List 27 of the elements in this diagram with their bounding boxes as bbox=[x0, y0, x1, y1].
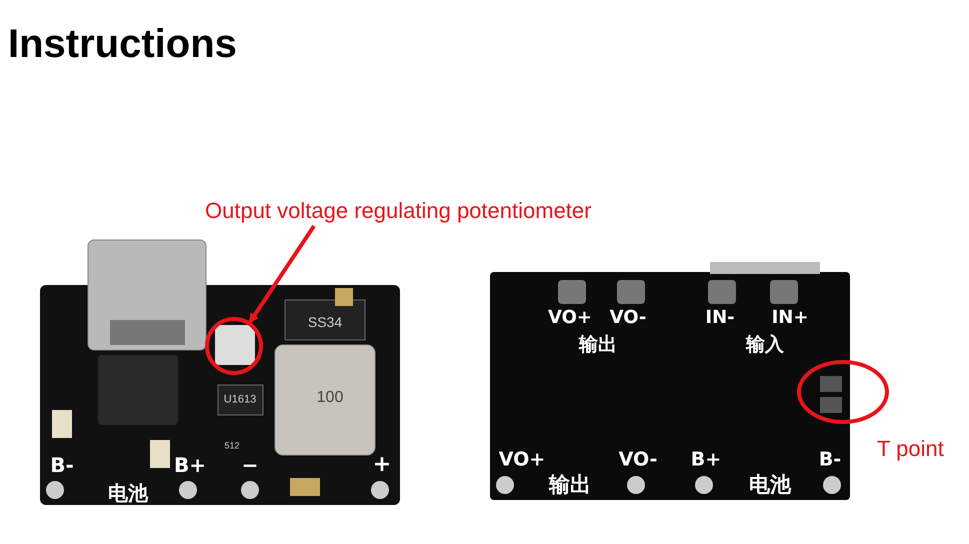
silkscreen-text: 输出 bbox=[549, 474, 591, 496]
pin-label: VO+ bbox=[498, 450, 546, 470]
silkscreen-text: 输入 bbox=[746, 336, 784, 354]
page-title: Instructions bbox=[8, 22, 237, 66]
highlight-ring bbox=[205, 317, 263, 375]
part-marking: U1613 bbox=[224, 394, 256, 406]
pin-label: B- bbox=[50, 455, 74, 475]
pin-label: IN+ bbox=[772, 309, 808, 327]
pin-label: VO- bbox=[618, 450, 658, 470]
callout-text: Output voltage regulating potentiometer bbox=[205, 198, 592, 224]
pin-label: − bbox=[242, 455, 258, 475]
pin-label: B- bbox=[818, 450, 842, 470]
arrow bbox=[248, 224, 316, 324]
silkscreen-text: 电池 bbox=[108, 483, 148, 503]
callout-text: T point bbox=[877, 436, 944, 462]
pin-label: IN- bbox=[705, 309, 735, 327]
part-marking: 100 bbox=[316, 390, 344, 406]
pin-label: B+ bbox=[174, 455, 206, 475]
part-marking: 512 bbox=[224, 442, 240, 450]
pin-label: VO+ bbox=[548, 309, 592, 327]
pin-label: VO- bbox=[610, 309, 646, 327]
pin-label: + bbox=[372, 454, 392, 476]
pin-label: B+ bbox=[690, 450, 722, 470]
highlight-ring bbox=[797, 360, 889, 424]
part-marking: SS34 bbox=[308, 315, 342, 329]
silkscreen-text: 电池 bbox=[749, 474, 791, 496]
silkscreen-text: 输出 bbox=[579, 336, 617, 354]
